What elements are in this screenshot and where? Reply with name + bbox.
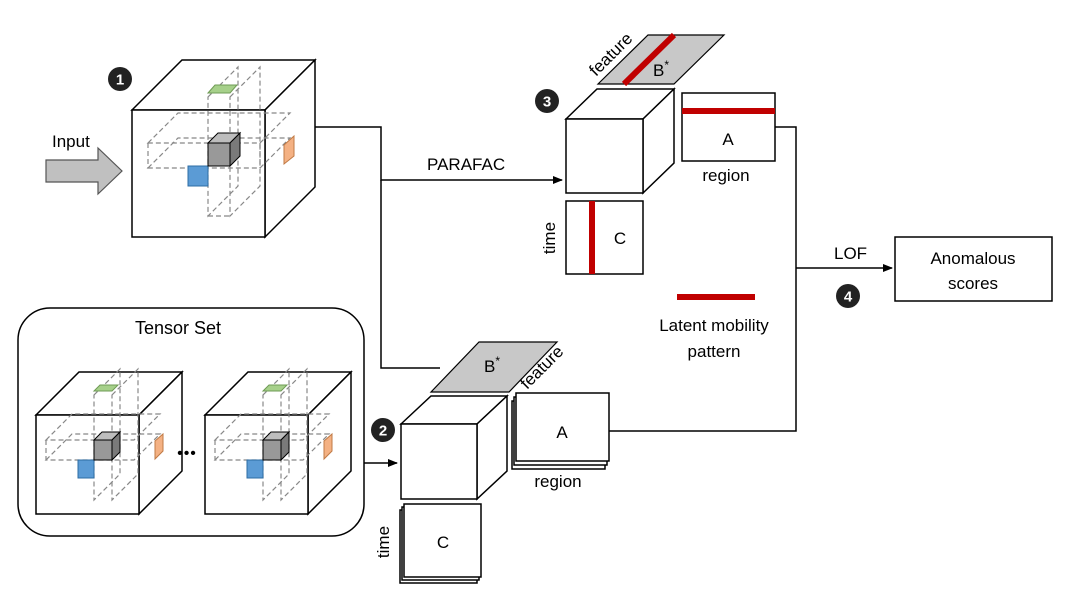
- top-a-label: A: [722, 130, 734, 149]
- green-fiber: [206, 84, 239, 94]
- blue-fiber: [187, 165, 209, 187]
- anomalous-line-2: scores: [948, 274, 998, 293]
- input-arrow-shape: [45, 146, 123, 196]
- bottom-c-label: C: [437, 533, 449, 552]
- step-1-number: 1: [116, 72, 124, 89]
- input-arrow: Input: [45, 132, 123, 196]
- step-4-number: 4: [844, 289, 853, 306]
- anomalous-line-1: Anomalous: [930, 249, 1015, 268]
- top-b-slab: [596, 34, 726, 85]
- top-b-red-line: [621, 32, 677, 87]
- connectors: [315, 126, 893, 467]
- tensor-set-panel: Tensor Set •••: [17, 307, 365, 537]
- anomalous-scores-box: Anomalous scores: [894, 236, 1053, 302]
- top-core-tensor: [565, 118, 644, 194]
- parafac-label: PARAFAC: [427, 155, 505, 174]
- top-c-label: C: [614, 229, 626, 248]
- bottom-time-label: time: [374, 526, 393, 558]
- step-3-number: 3: [543, 94, 551, 111]
- bottom-a-matrix: [515, 392, 610, 462]
- bottom-region-label: region: [534, 472, 581, 491]
- top-region-label: region: [702, 166, 749, 185]
- step-2-number: 2: [379, 423, 387, 440]
- bottom-core-tensor: [400, 423, 478, 500]
- top-c-matrix: [565, 200, 644, 275]
- input-tensor-cube: [130, 58, 317, 239]
- lof-label: LOF: [834, 244, 867, 263]
- bottom-a-label: A: [556, 423, 568, 442]
- bottom-b-label: B*: [484, 354, 500, 376]
- latent-pattern-legend: Latent mobility pattern: [659, 294, 769, 361]
- tensor-set-cube-2: [203, 367, 353, 516]
- legend-line-1: Latent mobility: [659, 316, 769, 335]
- bottom-decomposition: B* feature A region C time: [374, 341, 610, 584]
- orange-fiber: [283, 134, 295, 166]
- top-time-label: time: [540, 222, 559, 254]
- top-decomposition: B* feature A region C time: [540, 29, 776, 275]
- top-a-matrix: [681, 92, 776, 162]
- input-label: Input: [52, 132, 90, 151]
- tensor-set-title: Tensor Set: [135, 318, 221, 338]
- tensor-set-ellipsis: •••: [177, 445, 197, 462]
- small-cube: [207, 142, 231, 167]
- bottom-b-slab: [429, 341, 559, 393]
- bottom-c-matrix: [403, 503, 482, 578]
- top-b-label: B*: [653, 58, 669, 80]
- step-4-badge: 4: [836, 284, 860, 308]
- step-2-badge: 2: [371, 418, 395, 442]
- legend-line-2: pattern: [688, 342, 741, 361]
- tensor-set-cube-1: [34, 367, 184, 516]
- step-3-badge: 3: [535, 89, 559, 113]
- step-1-badge: 1: [108, 67, 132, 91]
